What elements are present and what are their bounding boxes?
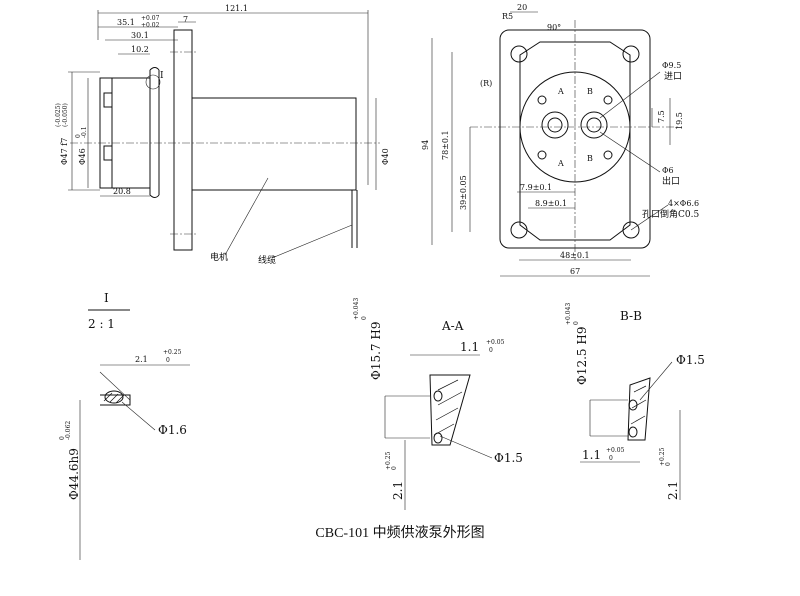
section-aa-groove-width: 1.1 (460, 340, 479, 354)
section-bb-oring: Φ1.5 (676, 353, 705, 367)
detail-i-bore-tol-upper: 0 (59, 436, 66, 440)
section-b-bottom: B (587, 154, 593, 163)
dim-inlet-diameter: Φ9.5 (662, 61, 681, 70)
section-aa-depth: 2.1 (391, 481, 405, 500)
dim-corner-radius: R5 (502, 12, 513, 21)
dim-pilot-diameter: Φ47 f7 (60, 138, 69, 165)
section-aa-depth-tol-upper: +0.25 (385, 451, 392, 470)
detail-i-scale: 2 : 1 (88, 317, 115, 331)
section-a-bottom: A (557, 159, 564, 168)
dim-motor-diameter: Φ40 (381, 148, 390, 165)
dim-width-67: 67 (570, 267, 580, 276)
section-aa-groove-tol-upper: +0.05 (486, 339, 505, 346)
dim-flange-offset: 35.1 (117, 18, 135, 27)
detail-i-marker: I (160, 71, 164, 81)
section-aa-depth-tol-lower: 0 (391, 466, 398, 470)
motor-label: 电机 (210, 251, 228, 263)
detail-i-groove-width: 2.1 (135, 355, 148, 364)
section-b-top: B (587, 87, 593, 96)
section-aa-groove-tol-lower: 0 (489, 347, 493, 354)
section-aa-diameter: Φ15.7 H9 (369, 322, 383, 380)
dim-overall-length: 121.1 (225, 4, 248, 13)
cable-label: 线缆 (258, 254, 276, 266)
dim-v-19-5: 19.5 (675, 112, 684, 130)
dim-pilot-length: 20.8 (113, 187, 131, 196)
dim-height-94: 94 (421, 140, 430, 150)
detail-i-groove-tol-lower: 0 (166, 357, 170, 364)
section-aa-dia-tol-upper: +0.043 (353, 298, 360, 320)
section-bb-title: B-B (620, 309, 642, 323)
section-bb-depth-tol-upper: +0.25 (659, 447, 666, 466)
dim-height-39: 39±0.05 (459, 175, 468, 210)
side-view: 121.1 35.1 +0.07 +0.02 7 30.1 10.2 I (55, 4, 390, 266)
section-aa-oring: Φ1.5 (494, 451, 523, 465)
section-aa: A-A 1.1 +0.05 0 Φ15.7 H9 +0.043 0 Φ1.5 2… (353, 298, 523, 510)
dim-top-width: 20 (517, 3, 527, 12)
dim-inner-tol-lower: -0.1 (81, 126, 88, 138)
dim-angle: 90° (547, 23, 561, 32)
dim-mount-holes: 4×Φ6.6 (668, 199, 699, 208)
dim-pilot-tol-upper: (-0.025) (55, 103, 62, 127)
inlet-label: 进口 (664, 71, 682, 82)
dim-inner-diameter: Φ46 (78, 148, 87, 165)
section-a-top: A (557, 87, 564, 96)
dim-width-48: 48±0.1 (560, 251, 590, 260)
outlet-label: 出口 (662, 175, 680, 187)
drawing-caption: CBC-101 中频供液泵外形图 (315, 526, 485, 541)
section-bb-diameter: Φ12.5 H9 (575, 327, 589, 385)
dim-inner-length: 10.2 (131, 45, 149, 54)
detail-i-bore-dia: Φ44.6h9 (67, 448, 81, 500)
detail-i-oring: Φ1.6 (158, 423, 187, 437)
dim-pilot-tol-lower: (-0.050) (62, 103, 69, 127)
section-aa-dia-tol-lower: 0 (361, 316, 368, 320)
dim-flange-thickness: 7 (183, 15, 188, 24)
section-bb-dia-tol-lower: 0 (573, 321, 580, 325)
detail-i-groove-tol-upper: +0.25 (163, 349, 182, 356)
section-bb-depth: 2.1 (666, 481, 680, 500)
dim-outlet-diameter: Φ6 (662, 166, 674, 175)
dim-v-7-5: 7.5 (657, 110, 666, 123)
detail-i: I 2 : 1 2.1 +0.25 0 Φ1.6 Φ44.6h9 0 -0.06… (59, 291, 190, 560)
section-bb-dia-tol-upper: +0.043 (565, 303, 572, 325)
mount-holes-note: 孔口倒角C0.5 (642, 208, 699, 220)
detail-i-title: I (104, 291, 109, 305)
section-aa-title: A-A (441, 319, 464, 333)
front-view: R5 20 90° (R) A A B B Φ9.5 进口 Φ6 出口 7.5 … (421, 3, 699, 277)
detail-i-bore-tol-lower: -0.062 (65, 421, 72, 440)
r-label: (R) (480, 79, 492, 88)
dim-body-length: 30.1 (131, 31, 149, 40)
dim-height-78: 78±0.1 (441, 130, 450, 160)
section-bb-groove-tol-upper: +0.05 (606, 447, 625, 454)
section-bb-groove-tol-lower: 0 (609, 455, 613, 462)
dim-inner-tol-upper: 0 (75, 134, 82, 138)
dim-h-7-9: 7.9±0.1 (520, 183, 552, 192)
section-bb-groove-width: 1.1 (582, 448, 601, 462)
dim-h-8-9: 8.9±0.1 (535, 199, 567, 208)
section-bb-depth-tol-lower: 0 (665, 462, 672, 466)
dim-flange-offset-tol-lower: +0.02 (141, 22, 160, 29)
dim-flange-offset-tol-upper: +0.07 (141, 15, 160, 22)
section-bb: B-B Φ1.5 Φ12.5 H9 +0.043 0 1.1 +0.05 0 2… (565, 303, 705, 500)
